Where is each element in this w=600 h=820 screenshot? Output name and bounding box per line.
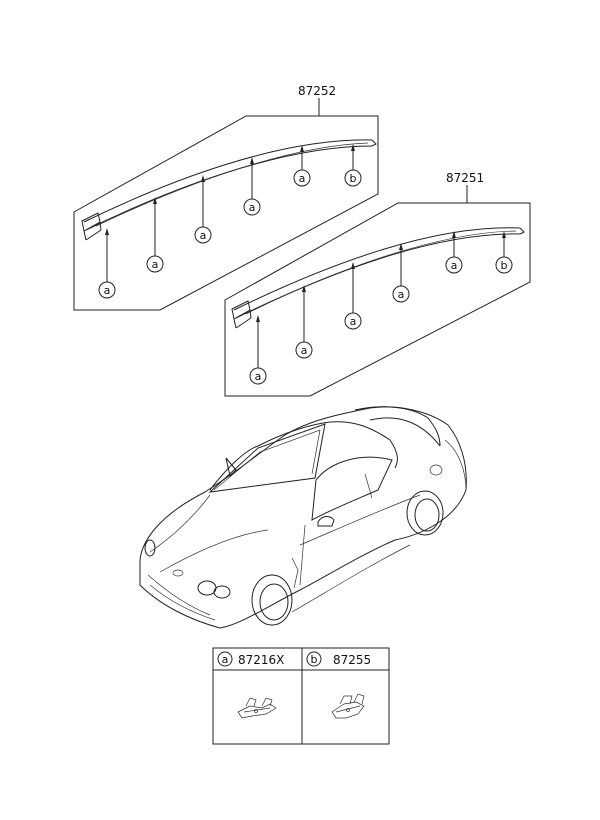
upper-part-number: 87252 <box>298 84 336 98</box>
svg-text:a: a <box>249 201 256 214</box>
svg-text:a: a <box>451 259 458 272</box>
upper-molding-group: 87252 a a a <box>73 84 379 311</box>
lower-callout-2: a <box>295 285 313 359</box>
svg-text:a: a <box>299 172 306 185</box>
upper-callout-4: a <box>243 157 261 216</box>
legend-b-part-number: 87255 <box>333 653 371 667</box>
svg-text:a: a <box>350 315 357 328</box>
svg-text:a: a <box>255 370 262 383</box>
lower-molding-strip <box>231 227 525 329</box>
clip-b-image <box>331 693 365 719</box>
upper-panel-border <box>73 115 379 311</box>
legend-b: b 87255 <box>306 651 371 719</box>
upper-callout-2: a <box>146 197 164 273</box>
lower-callout-1: a <box>249 315 267 385</box>
upper-callout-6: b <box>344 144 362 187</box>
svg-text:a: a <box>398 288 405 301</box>
svg-text:b: b <box>311 653 318 666</box>
lower-callout-4: a <box>392 243 410 303</box>
lower-callout-6: b <box>495 231 513 274</box>
svg-text:a: a <box>301 344 308 357</box>
upper-molding-strip <box>81 139 377 241</box>
upper-callout-5: a <box>293 145 311 187</box>
svg-text:b: b <box>501 259 508 272</box>
lower-callout-5: a <box>445 231 463 274</box>
upper-callout-1: a <box>98 228 116 299</box>
svg-text:a: a <box>222 653 229 666</box>
svg-text:b: b <box>350 172 357 185</box>
lower-callout-3: a <box>344 262 362 330</box>
clip-a-image <box>237 697 277 719</box>
legend-a: a 87216X <box>217 651 284 719</box>
car-illustration <box>139 406 467 629</box>
lower-panel-border <box>224 202 531 397</box>
lower-molding-group: 87251 a a a <box>224 171 531 397</box>
upper-callout-3: a <box>194 175 212 244</box>
svg-text:a: a <box>200 229 207 242</box>
svg-text:a: a <box>104 284 111 297</box>
legend-a-part-number: 87216X <box>238 653 284 667</box>
lower-part-number: 87251 <box>446 171 484 185</box>
legend-table: a 87216X b 87255 <box>212 647 390 745</box>
svg-text:a: a <box>152 258 159 271</box>
